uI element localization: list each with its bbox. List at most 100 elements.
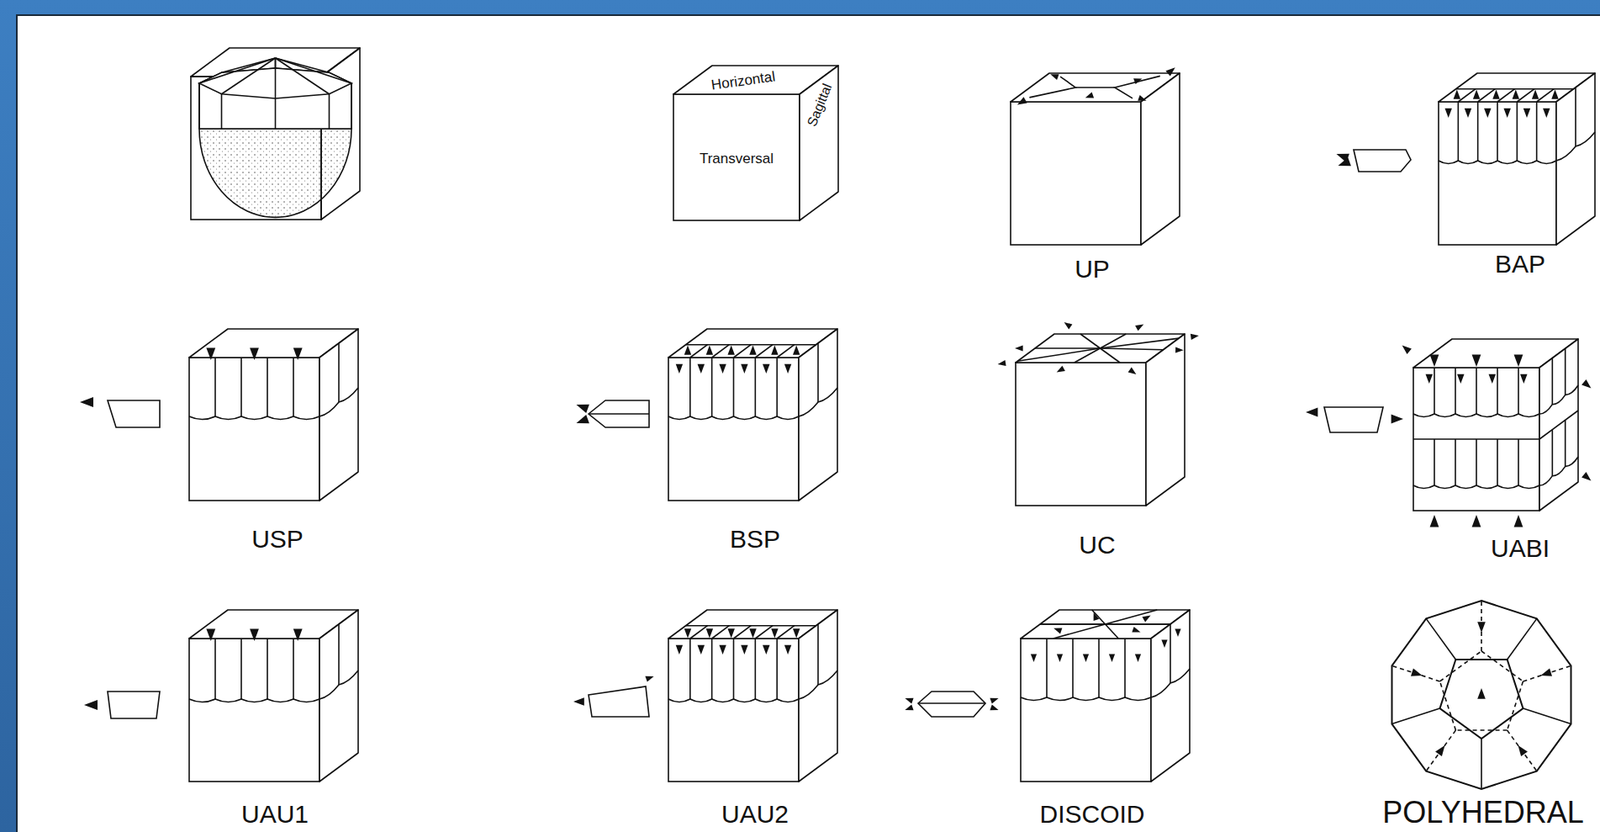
cube-side bbox=[1556, 73, 1595, 245]
column-base bbox=[1151, 668, 1190, 698]
edge-line bbox=[221, 94, 223, 129]
edge-line bbox=[690, 625, 708, 639]
habit-icon bbox=[573, 675, 655, 717]
edge-line bbox=[1017, 348, 1100, 361]
column-base bbox=[1539, 385, 1579, 414]
cube-front bbox=[1438, 101, 1557, 245]
edge-line bbox=[1433, 367, 1436, 414]
arrow-head bbox=[1504, 108, 1511, 118]
cube-side bbox=[1140, 73, 1180, 245]
figure-label: BAP bbox=[1494, 251, 1546, 277]
edge-line bbox=[1477, 101, 1479, 161]
arrow-head bbox=[1137, 95, 1146, 101]
edge-line bbox=[1522, 665, 1571, 682]
arrow-head bbox=[792, 345, 800, 355]
arrow-head bbox=[1064, 322, 1073, 330]
edge-line bbox=[1034, 347, 1101, 349]
edge-line bbox=[776, 344, 795, 358]
arrow-head bbox=[1402, 345, 1412, 354]
cube-figure bbox=[1438, 73, 1595, 245]
arrow-head bbox=[293, 348, 303, 360]
figure-label: BSP bbox=[729, 526, 781, 552]
arrow-head bbox=[1473, 89, 1480, 100]
cube-figure bbox=[668, 328, 838, 501]
arrow-head bbox=[1135, 653, 1141, 662]
column-base bbox=[1556, 132, 1595, 161]
dodecahedron-outline bbox=[1392, 600, 1572, 789]
edge-line bbox=[1075, 86, 1115, 89]
crystal-habit bbox=[1324, 406, 1384, 433]
arrow-head bbox=[1581, 471, 1591, 481]
edge-line bbox=[1552, 429, 1554, 476]
edge-line bbox=[817, 623, 819, 685]
cube-figure bbox=[673, 65, 839, 221]
habit-icon bbox=[79, 396, 160, 428]
edge-line bbox=[1045, 638, 1048, 698]
edge-line bbox=[1497, 89, 1516, 102]
edge-line bbox=[918, 702, 986, 704]
arrow-head bbox=[1017, 96, 1028, 105]
column-base bbox=[798, 670, 838, 699]
cube-figure bbox=[189, 328, 359, 501]
crack-line bbox=[1029, 76, 1076, 98]
edge-line bbox=[1517, 438, 1520, 486]
arrow-head bbox=[644, 675, 654, 682]
edge-line bbox=[1098, 638, 1100, 698]
column-base bbox=[319, 670, 359, 699]
cube-front bbox=[1413, 367, 1540, 511]
arrow-head bbox=[740, 364, 748, 374]
edge-line bbox=[1053, 623, 1106, 639]
cube-figure bbox=[1010, 67, 1180, 245]
crack-line bbox=[1114, 75, 1161, 99]
edge-line bbox=[1391, 665, 1440, 682]
arrow-head bbox=[293, 628, 303, 641]
edge-line bbox=[755, 357, 757, 417]
edge-line bbox=[275, 58, 330, 73]
column-base bbox=[1020, 697, 1152, 701]
edge-line bbox=[199, 58, 276, 84]
edge-line bbox=[1480, 738, 1483, 789]
edge-line bbox=[198, 83, 201, 129]
arrow-head bbox=[1133, 78, 1142, 85]
arrow-head bbox=[1472, 354, 1482, 367]
edge-line bbox=[1522, 707, 1571, 724]
edge-line bbox=[1425, 617, 1456, 660]
edge-line bbox=[1100, 348, 1164, 350]
edge-line bbox=[817, 343, 819, 402]
edge-line bbox=[1539, 410, 1579, 439]
column-base bbox=[189, 416, 320, 420]
figure-label: POLYHEDRAL bbox=[1382, 797, 1584, 828]
arrow-head bbox=[205, 628, 216, 641]
arrow-head bbox=[79, 396, 94, 407]
dodecahedron-face bbox=[1440, 659, 1524, 739]
arrow-head bbox=[770, 345, 778, 355]
arrow-head bbox=[1489, 374, 1497, 384]
edge-line bbox=[1496, 438, 1499, 486]
column-base bbox=[1413, 485, 1540, 489]
arrow-head bbox=[728, 345, 735, 355]
edge-line bbox=[1564, 348, 1567, 395]
column-base bbox=[1413, 413, 1540, 418]
edge-line bbox=[337, 343, 340, 402]
edge-line bbox=[337, 623, 340, 685]
edge-line bbox=[1440, 650, 1482, 682]
edge-line bbox=[1454, 367, 1457, 414]
habit-icon bbox=[576, 400, 650, 428]
edge-line bbox=[776, 638, 778, 699]
figure-label: UAU2 bbox=[721, 801, 789, 827]
arrow-head bbox=[576, 404, 590, 413]
arrow-head bbox=[989, 703, 999, 710]
arrow-head bbox=[675, 364, 683, 374]
arrow-head bbox=[1581, 379, 1591, 388]
arrow-head bbox=[1391, 414, 1404, 424]
column-base bbox=[1438, 160, 1557, 164]
arrow-head bbox=[1551, 89, 1558, 100]
cube-side bbox=[798, 609, 838, 782]
edge-line bbox=[1457, 89, 1476, 102]
habit-icon bbox=[1305, 406, 1404, 433]
crystal-habit bbox=[107, 691, 160, 719]
arrow-head bbox=[1131, 626, 1141, 633]
arrow-head bbox=[784, 644, 792, 655]
edge-line bbox=[1040, 623, 1171, 625]
